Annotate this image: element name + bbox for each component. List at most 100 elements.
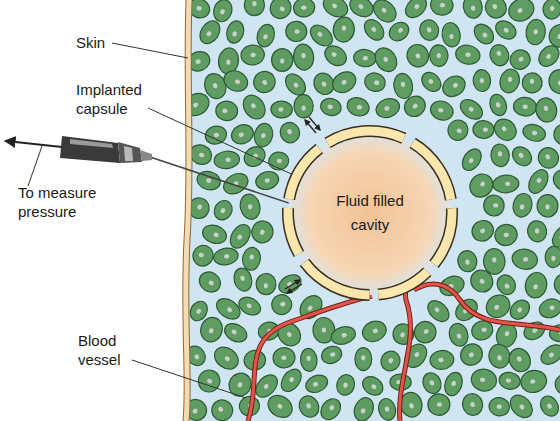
tissue-cell xyxy=(285,21,307,43)
part-label: To measure pressure xyxy=(18,183,98,221)
part-label: Blood vessel xyxy=(78,331,138,369)
tissue-cell xyxy=(231,266,254,293)
tissue-cell xyxy=(221,320,250,346)
tissue-cell xyxy=(429,44,449,67)
tissue-cell xyxy=(525,18,547,46)
leader-lines xyxy=(28,43,300,398)
tissue-cell xyxy=(492,174,519,193)
tissue-cell xyxy=(200,222,229,246)
tissue-cell xyxy=(537,393,560,420)
tissue-cell xyxy=(276,271,305,297)
tissue-cell xyxy=(236,294,264,319)
implanted-capsule: Fluid filled cavity xyxy=(280,123,460,303)
tissue-cell xyxy=(353,48,377,67)
tissue-cell xyxy=(319,343,344,366)
tissue-cell xyxy=(521,319,548,343)
tissue-cell xyxy=(513,96,538,117)
tissue-cell xyxy=(196,17,224,47)
tissue-cell xyxy=(506,391,537,421)
tissue-cell xyxy=(550,166,560,194)
tissue-cell xyxy=(487,92,509,118)
tissue-cell xyxy=(266,0,295,22)
tissue-cell xyxy=(211,0,234,24)
skin-layer xyxy=(186,0,189,421)
tissue-cell xyxy=(490,143,510,167)
tissue-cell xyxy=(300,348,318,372)
tissue-cell xyxy=(271,101,293,119)
tissue-cell xyxy=(468,217,497,245)
tissue-cell xyxy=(360,16,387,44)
tissue-cell xyxy=(212,246,239,266)
tissue-cell xyxy=(295,393,322,421)
tissue-cell xyxy=(319,96,343,118)
tissue-cell xyxy=(294,95,314,119)
tissue-cell xyxy=(277,119,303,145)
tissue-cell xyxy=(523,270,549,300)
cell-layer xyxy=(180,0,560,421)
tissue-cell xyxy=(221,67,251,95)
part-label: Skin xyxy=(76,33,136,52)
tissue-cell xyxy=(401,0,430,22)
tissue-cell xyxy=(487,343,511,369)
tissue-cell xyxy=(359,373,386,399)
tissue-cell xyxy=(470,20,497,47)
tissue-cell xyxy=(373,95,402,120)
tissue-cell xyxy=(355,348,372,371)
tissue-cell xyxy=(195,268,224,296)
tissue-cell xyxy=(329,324,357,347)
tissue-cell xyxy=(535,144,560,172)
tissue-cell xyxy=(220,169,251,198)
tissue-cell xyxy=(256,273,277,295)
tissue-cell xyxy=(428,98,456,123)
tissue-cell xyxy=(457,96,486,124)
tissue-cell xyxy=(535,42,560,71)
tissue-cell xyxy=(321,42,350,70)
tissue-cell xyxy=(492,17,519,43)
tissue-cell xyxy=(510,247,539,271)
tissue-cell xyxy=(346,0,376,21)
tissue-cell xyxy=(400,92,429,121)
tissue-cell xyxy=(461,0,484,20)
tissue-cell xyxy=(277,365,305,395)
tissue-cell xyxy=(195,367,223,395)
tissue-cell xyxy=(483,194,505,217)
tissue-cell xyxy=(244,0,264,16)
tissue-cell xyxy=(497,67,522,95)
tissue-cell xyxy=(249,219,275,245)
tissue-cell xyxy=(525,166,552,196)
tissue-cell xyxy=(254,169,281,192)
tissue-cell xyxy=(440,21,462,48)
tissue-cell xyxy=(472,120,494,139)
tissue-cell xyxy=(534,96,560,124)
tissue-cell xyxy=(317,395,345,421)
tissue-cell xyxy=(466,266,497,297)
tissue-cell xyxy=(371,44,402,76)
tissue-cell xyxy=(487,396,511,418)
tissue-cell xyxy=(241,246,262,271)
tissue-cell xyxy=(487,42,511,68)
tissue-cell xyxy=(417,18,441,43)
tissue-cell xyxy=(544,246,560,269)
tissue-cell xyxy=(208,396,237,421)
tissue-cell xyxy=(439,72,469,101)
tissue-cell xyxy=(427,393,450,416)
tissue-cell xyxy=(521,72,543,94)
part-label: Implanted capsule xyxy=(76,80,156,118)
tissue-cell xyxy=(519,368,549,395)
tissue-cell xyxy=(537,194,559,217)
tissue-cell xyxy=(195,169,223,193)
tissue-cell xyxy=(377,348,403,375)
tissue-cell xyxy=(460,391,485,417)
tissue-cell xyxy=(269,292,295,318)
tissue-cell xyxy=(250,67,279,96)
tissue-cell xyxy=(329,68,360,97)
tissue-cell xyxy=(362,71,387,94)
tissue-cell xyxy=(198,315,225,344)
cavity-label: Fluid filled cavity xyxy=(320,189,420,237)
tissue-cell xyxy=(456,249,478,273)
tissue-cell xyxy=(240,44,265,66)
tissue-cell xyxy=(490,115,521,145)
tissue-cell xyxy=(481,0,510,22)
tissue-cell xyxy=(272,346,297,369)
tissue-cell xyxy=(429,0,454,17)
